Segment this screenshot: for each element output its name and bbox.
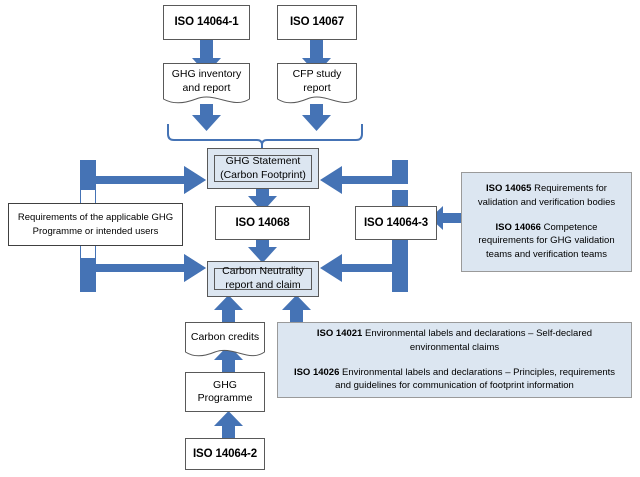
node-iso-14067[interactable]: ISO 14067 (277, 5, 357, 40)
node-iso-14064-3[interactable]: ISO 14064-3 (355, 206, 437, 240)
panel-labels-item-1: ISO 14026 Environmental labels and decla… (292, 366, 617, 394)
panel-labels-item-0-code: ISO 14021 (316, 327, 363, 339)
panel-validation-item-1: ISO 14066 Competence requirements for GH… (471, 221, 622, 262)
panel-environmental-labels[interactable]: ISO 14021 Environmental labels and decla… (277, 322, 632, 398)
arrow-14064-2-to-programme (214, 411, 243, 438)
panel-ghg-programme-requirements[interactable]: Requirements of the applicable GHG Progr… (8, 203, 183, 246)
left-arm-lower (80, 254, 206, 292)
brace-connector (167, 124, 363, 150)
node-iso-14068-label: ISO 14068 (235, 216, 290, 229)
requirements-left-line2: Programme or intended users (32, 225, 159, 237)
panel-validation-item-0-code: ISO 14065 (486, 183, 532, 195)
arrow-ghg-inventory-down (192, 104, 221, 131)
arrow-14068-to-neutrality (248, 240, 277, 263)
node-iso-14064-1[interactable]: ISO 14064-1 (163, 5, 250, 40)
node-carbon-neutrality-inner: Carbon Neutrality report and claim (214, 265, 312, 291)
requirements-left-line1: Requirements of the applicable GHG (17, 212, 174, 224)
left-arm-upper (80, 160, 206, 194)
node-ghg-inventory-report-text: GHG inventory and report (163, 63, 250, 107)
panel-validation-item-1-code: ISO 14066 (495, 221, 541, 233)
ghg-inventory-line1: GHG inventory (171, 67, 242, 80)
node-iso-14064-1-label: ISO 14064-1 (174, 16, 239, 29)
panel-labels-item-0-text: Environmental labels and declarations – … (362, 327, 593, 353)
panel-labels-item-1-text: Environmental labels and declarations – … (335, 366, 616, 392)
node-ghg-inventory-report[interactable]: GHG inventory and report (163, 63, 250, 107)
node-iso-14067-label: ISO 14067 (289, 16, 345, 29)
node-iso-14064-2[interactable]: ISO 14064-2 (185, 438, 265, 470)
ghg-statement-line2: (Carbon Footprint) (220, 168, 306, 181)
document-shape-icon (163, 63, 250, 104)
node-cfp-study-report[interactable]: CFP study report (277, 63, 357, 107)
panel-labels-item-1-code: ISO 14026 (293, 366, 340, 378)
panel-validation-item-0-text: Requirements for validation and verifica… (477, 183, 616, 208)
panel-validation-item-1-text: Competence requirements for GHG validati… (478, 221, 615, 261)
arrow-cfp-study-down (302, 104, 331, 131)
arrow-left-to-ghg-statement (80, 160, 206, 207)
arrow-right-to-carbon-neutrality (320, 254, 408, 282)
node-cfp-study-report-text: CFP study report (277, 63, 357, 107)
node-carbon-credits-text: Carbon credits (190, 330, 260, 343)
panel-labels-item-0: ISO 14021 Environmental labels and decla… (292, 327, 617, 355)
node-ghg-statement[interactable]: GHG Statement (Carbon Footprint) (207, 148, 319, 189)
node-ghg-programme-text: GHG Programme (198, 379, 253, 405)
document-shape-icon (277, 63, 357, 104)
panel-ghg-programme-requirements-text: Requirements of the applicable GHG Progr… (18, 211, 173, 238)
cfp-study-line2: report (303, 81, 331, 94)
node-iso-14064-3-label: ISO 14064-3 (363, 216, 429, 229)
arrow-labels-panel-up (282, 295, 311, 322)
node-carbon-neutrality[interactable]: Carbon Neutrality report and claim (207, 261, 319, 297)
node-ghg-programme[interactable]: GHG Programme (185, 372, 265, 412)
ghg-inventory-line2: and report (182, 81, 231, 94)
ghg-statement-line1: GHG Statement (225, 154, 301, 167)
node-iso-14068[interactable]: ISO 14068 (215, 206, 310, 240)
arrow-carbon-credits-up (214, 295, 243, 322)
panel-validation-item-0: ISO 14065 Requirements for validation an… (471, 182, 622, 210)
arrow-left-to-carbon-neutrality (80, 245, 206, 292)
cfp-study-line1: CFP study (292, 67, 342, 80)
carbon-neutrality-line1: Carbon Neutrality (222, 265, 304, 278)
ghg-programme-line2: Programme (197, 392, 253, 404)
ghg-programme-line1: GHG (213, 378, 237, 391)
arrow-right-to-ghg-statement (320, 160, 408, 194)
carbon-neutrality-line2: report and claim (225, 279, 301, 291)
node-ghg-statement-inner: GHG Statement (Carbon Footprint) (214, 155, 312, 182)
node-iso-14064-2-label: ISO 14064-2 (192, 447, 258, 460)
panel-validation-verification[interactable]: ISO 14065 Requirements for validation an… (461, 172, 632, 272)
node-carbon-credits[interactable]: Carbon credits (185, 322, 265, 360)
